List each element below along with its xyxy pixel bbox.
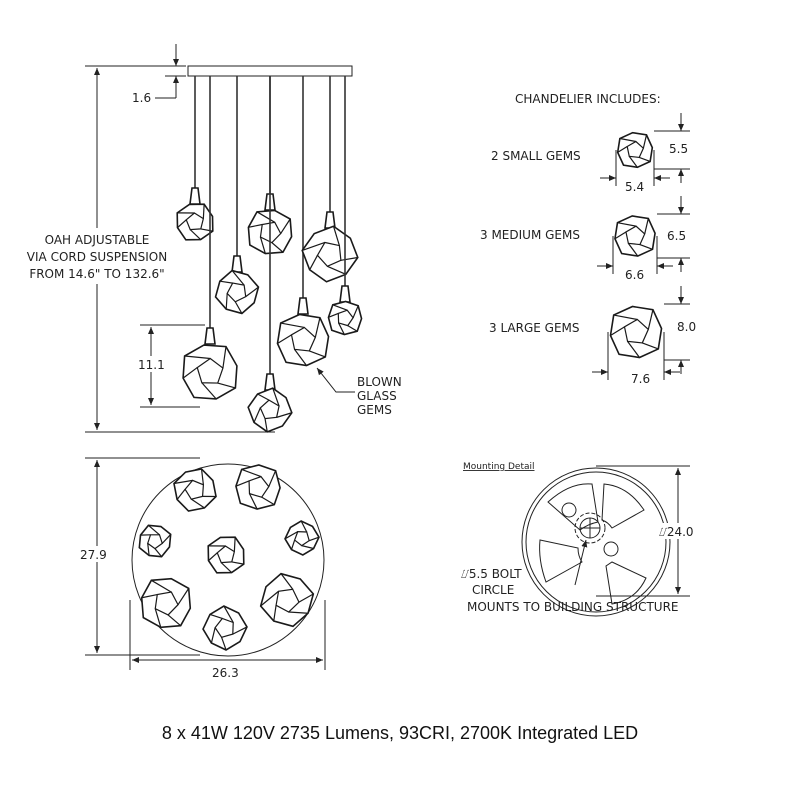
top-view: 27.9 26.3: [78, 457, 326, 680]
top-view-canopy-outline: [131, 463, 325, 657]
top-view-gem: [207, 536, 245, 574]
oah-note-line-1: OAH ADJUSTABLE: [45, 233, 150, 247]
bolt-circle-line-2: CIRCLE: [472, 583, 514, 597]
mounting-diameter: ⌰24.0: [659, 525, 694, 539]
top-depth-label: 27.9: [80, 548, 107, 562]
spec-text: 8 x 41W 120V 2735 Lumens, 93CRI, 2700K I…: [162, 723, 638, 743]
sample-gem: [616, 131, 654, 169]
includes-panel: CHANDELIER INCLUDES: 2 SMALL GEMS 5.5 5.…: [480, 92, 696, 386]
top-view-gem: [235, 464, 281, 510]
mounting-title: Mounting Detail: [463, 462, 535, 472]
top-view-gem: [140, 577, 192, 629]
pendant-gem: [276, 313, 330, 367]
gem-socket: [204, 327, 216, 345]
large-gems-label: 3 LARGE GEMS: [489, 321, 580, 335]
gem-socket: [189, 187, 201, 205]
pendant-gem: [301, 225, 359, 283]
medium-gems-label: 3 MEDIUM GEMS: [480, 228, 580, 242]
sample-gem: [609, 305, 663, 359]
mounting-plate-slots: [539, 483, 647, 605]
bolt-circle-line-1: ⌰5.5 BOLT: [461, 567, 522, 581]
bolt-hole: [561, 502, 577, 518]
top-view-gem: [202, 605, 248, 651]
top-view-gem: [284, 520, 320, 556]
mounting-detail: Mounting Detail ⌰24.0 ⌰5.5 BOLT CIRCLE M…: [461, 462, 700, 617]
pendant-gem: [176, 203, 214, 241]
gem-height-label: 11.1: [138, 358, 165, 372]
medium-gem-width: 6.6: [625, 268, 644, 282]
oah-note-line-3: FROM 14.6" TO 132.6": [29, 267, 164, 281]
gem-socket: [339, 285, 351, 303]
small-gems-label: 2 SMALL GEMS: [491, 149, 581, 163]
large-gem-height: 8.0: [677, 320, 696, 334]
gem-socket: [297, 297, 309, 315]
pendant-gem: [214, 269, 260, 315]
canopy: [187, 65, 353, 77]
gem-callout-line-3: GEMS: [357, 403, 392, 417]
gem-socket: [231, 255, 243, 273]
medium-gem-height: 6.5: [667, 229, 686, 243]
small-gem-width: 5.4: [625, 180, 644, 194]
canopy-height-label: 1.6: [132, 91, 151, 105]
pendant-gem: [182, 344, 238, 400]
top-view-gem: [259, 572, 315, 628]
includes-title: CHANDELIER INCLUDES:: [515, 92, 661, 106]
gem-socket: [264, 373, 276, 391]
oah-note-line-2: VIA CORD SUSPENSION: [27, 250, 167, 264]
sample-gem: [614, 215, 656, 257]
large-gem-width: 7.6: [631, 372, 650, 386]
small-gem-height: 5.5: [669, 142, 688, 156]
gem-callout-line-1: BLOWN: [357, 375, 402, 389]
mounting-note: MOUNTS TO BUILDING STRUCTURE: [467, 600, 679, 614]
top-width-label: 26.3: [212, 666, 239, 680]
pendant-gem: [247, 387, 293, 433]
top-view-gem: [138, 524, 172, 558]
gem-callout-line-2: GLASS: [357, 389, 397, 403]
side-view: 1.6 OAH ADJUSTABLE VIA CORD SUSPENSION F…: [25, 44, 402, 433]
bolt-hole: [603, 541, 619, 557]
pendant-gem: [327, 300, 363, 336]
top-view-gem: [173, 468, 217, 512]
